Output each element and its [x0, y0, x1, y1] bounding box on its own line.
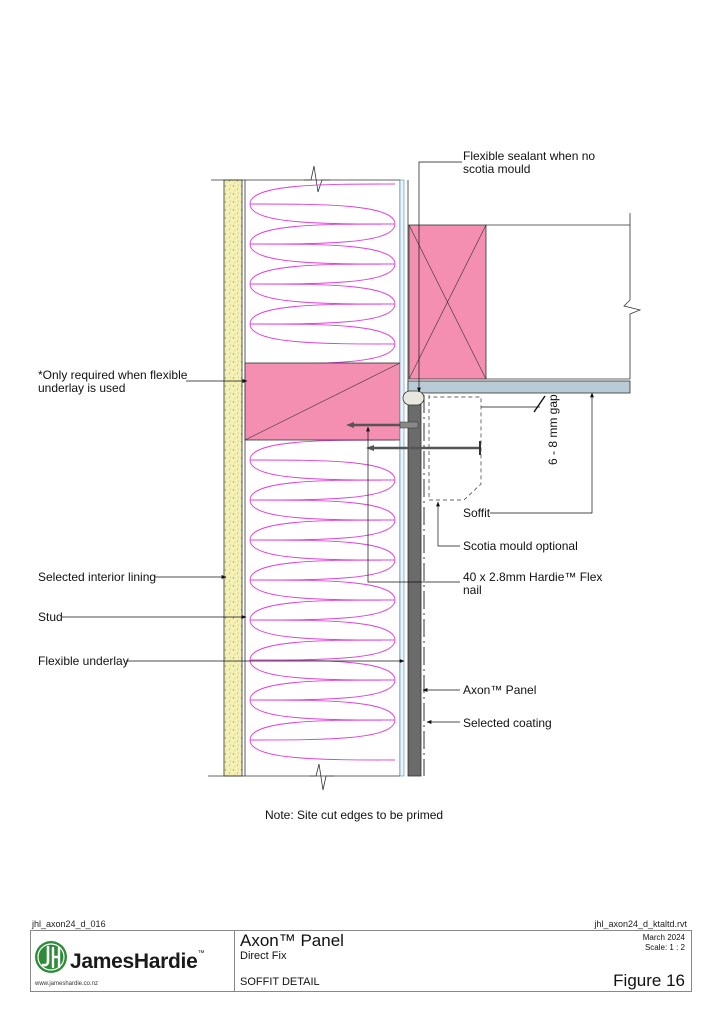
- wall-nog: [244, 362, 401, 441]
- label-flexible-underlay: Flexible underlay: [38, 654, 129, 668]
- product-title: Axon™ Panel: [240, 931, 344, 950]
- interior-lining: [223, 179, 243, 777]
- label-nail-2: nail: [463, 583, 482, 597]
- drawing-scale: Scale: 1 : 2: [644, 943, 685, 952]
- detail-name: SOFFIT DETAIL: [240, 976, 320, 988]
- flexible-underlay-layer: [399, 179, 405, 777]
- leader-lines: [62, 161, 594, 724]
- label-gap: 6 - 8 mm gap: [546, 394, 560, 465]
- ceiling-joist: [408, 224, 487, 380]
- break-mark-bottom: [310, 763, 334, 791]
- label-coating: Selected coating: [463, 716, 552, 730]
- brand-name: JamesHardie™: [70, 950, 204, 974]
- label-soffit: Soffit: [463, 506, 491, 520]
- label-only-required-1: *Only required when flexible: [38, 368, 188, 382]
- label-stud: Stud: [38, 610, 63, 624]
- product-subtitle: Direct Fix: [240, 950, 287, 962]
- insulation-loops-lower: [249, 439, 396, 761]
- brand-logo: JamesHardie™: [34, 936, 230, 976]
- scotia-mould: [428, 395, 482, 501]
- label-axon-panel: Axon™ Panel: [463, 683, 536, 697]
- site-cut-note: Note: Site cut edges to be primed: [265, 808, 443, 822]
- label-sealant-1: Flexible sealant when no: [463, 149, 595, 163]
- figure-number: Figure 16: [613, 971, 685, 990]
- insulation: [249, 183, 396, 761]
- label-sealant-2: scotia mould: [463, 162, 530, 176]
- label-interior-lining: Selected interior lining: [38, 570, 156, 584]
- brand-url: www.jameshardie.co.nz: [35, 981, 99, 987]
- label-scotia: Scotia mould optional: [463, 539, 578, 553]
- nail-long: [366, 441, 481, 455]
- title-divider: [234, 931, 235, 991]
- issue-date: March 2024: [642, 933, 685, 942]
- rafter-outline: [486, 213, 642, 380]
- axon-panel: [407, 180, 422, 777]
- brand-wordmark: JamesHardie: [70, 950, 198, 973]
- jh-logo-icon: [35, 941, 67, 973]
- drawing-ref-right: jhl_axon24_d_ktaltd.rvt: [594, 919, 687, 929]
- label-only-required-2: underlay is used: [38, 381, 125, 395]
- nail-short: [346, 421, 419, 429]
- insulation-loops-upper: [249, 183, 396, 365]
- label-nail-1: 40 x 2.8mm Hardie™ Flex: [463, 570, 602, 584]
- soffit-lining: [407, 380, 631, 394]
- break-mark-top: [304, 165, 330, 193]
- drawing-ref-left: jhl_axon24_d_016: [32, 919, 106, 929]
- brand-tm: ™: [197, 950, 205, 957]
- sealant-bead: [402, 390, 425, 406]
- title-block: JamesHardie™ www.jameshardie.co.nz Axon™…: [30, 930, 692, 992]
